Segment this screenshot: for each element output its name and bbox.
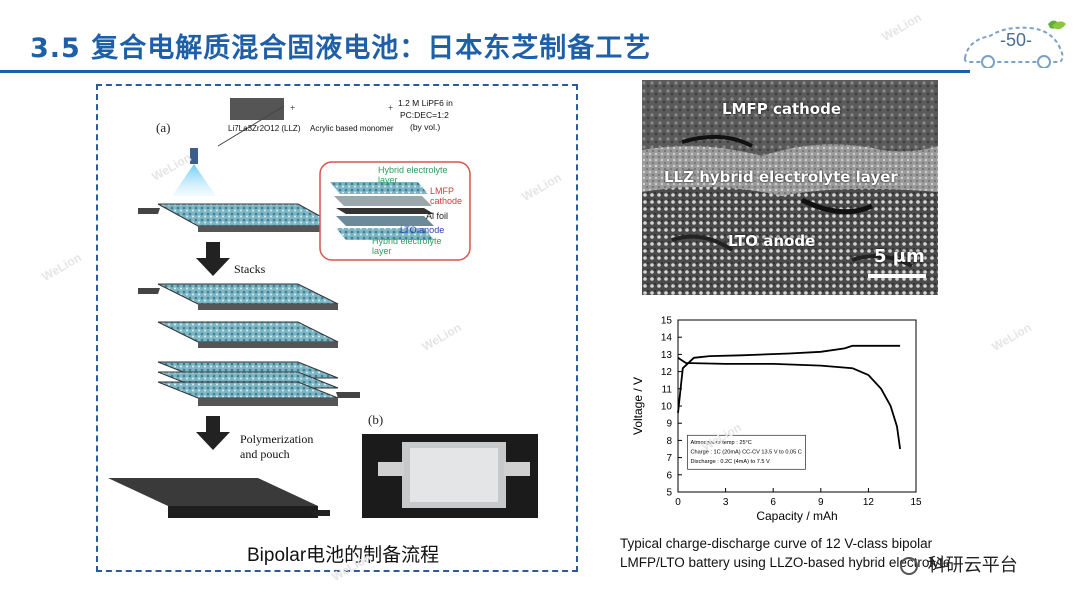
stacked-sheet [157, 321, 339, 348]
electrolyte-label-1: 1.2 M LiPF6 in [398, 98, 453, 108]
conditions-text: Discharge : 0.2C (4mA) to 7.5 V [691, 459, 771, 465]
layer-label-hybrid-top: Hybrid electrolyte layer [378, 165, 448, 185]
conditions-box [687, 434, 806, 470]
llz-label: Li7La3Zr2O12 (LLZ) [228, 124, 301, 133]
layer-label-hybrid-bottom: Hybrid electrolyte layer [372, 236, 442, 256]
fabrication-caption: Bipolar电池的制备流程 [247, 545, 440, 566]
electrolyte-label-2: PC:DEC=1:2 [400, 110, 449, 120]
wechat-watermark: 科研云平台 [900, 551, 1018, 577]
page-title: 3.5 复合电解质混合固液电池：日本东芝制备工艺 [30, 33, 652, 64]
watermark: WeLion [879, 10, 924, 44]
x-tick-label: 3 [723, 497, 729, 508]
sem-texture [642, 80, 938, 295]
y-tick-label: 11 [662, 384, 673, 395]
spray-cone [172, 164, 216, 196]
x-tick-label: 6 [770, 497, 776, 508]
y-tick-label: 10 [661, 402, 673, 413]
x-tick-label: 0 [675, 497, 681, 508]
fabrication-panel [96, 84, 578, 572]
electrolyte-label-3: (by vol.) [410, 122, 441, 132]
spray-nozzle-icon [190, 148, 198, 164]
figure-label-b: (b) [368, 412, 384, 427]
sem-image: LMFP cathode LLZ hybrid electrolyte laye… [642, 80, 938, 295]
wechat-account-name: 科研云平台 [927, 555, 1018, 576]
plus-sign: + [388, 103, 394, 113]
conditions-text: Charge : 1C (20mA) CC-CV 13.5 V to 0.05 … [691, 450, 802, 456]
pouch-cell [108, 478, 318, 506]
y-tick-label: 8 [666, 436, 672, 447]
sem-label-electrolyte: LLZ hybrid electrolyte layer [664, 168, 898, 186]
stacked-sheet [138, 283, 339, 310]
y-tick-label: 6 [666, 470, 672, 481]
layer-label-al-foil: Al foil [426, 211, 449, 221]
x-tick-label: 12 [863, 497, 875, 508]
y-tick-label: 15 [661, 316, 673, 327]
layer-label-lmfp: LMFP cathode [430, 186, 463, 206]
chart-caption-line-1: Typical charge-discharge curve of 12 V-c… [620, 536, 933, 551]
x-tick-label: 9 [818, 497, 824, 508]
y-axis-label: Voltage / V [631, 377, 645, 435]
down-arrow-icon [196, 242, 230, 276]
fabrication-diagram [108, 98, 538, 518]
layer-label-lto: LTO anode [400, 225, 445, 235]
x-tick-label: 15 [910, 497, 922, 508]
step-pouch: and pouch [240, 447, 290, 461]
y-tick-label: 12 [661, 367, 673, 378]
down-arrow-icon [196, 416, 230, 450]
sem-label-anode: LTO anode [728, 232, 816, 250]
car-logo-icon [963, 20, 1066, 68]
figure-label-a: (a) [156, 120, 171, 135]
y-tick-label: 5 [666, 488, 672, 499]
y-tick-label: 7 [666, 453, 672, 464]
sem-label-cathode: LMFP cathode [722, 100, 842, 118]
discharge-curve [677, 357, 901, 450]
step-stacks: Stacks [234, 262, 266, 276]
wechat-icon [900, 557, 918, 575]
y-tick-label: 13 [661, 350, 673, 361]
page-number: -50- [1000, 30, 1033, 50]
watermark: WeLion [39, 250, 84, 284]
plus-sign: + [290, 103, 296, 113]
title-underline [0, 70, 970, 73]
y-tick-label: 14 [661, 333, 673, 344]
stacked-sheet [157, 361, 360, 406]
y-tick-label: 9 [666, 419, 672, 430]
chart-caption-line-2: LMFP/LTO battery using LLZO-based hybrid… [620, 555, 951, 570]
step-polymerization: Polymerization [240, 432, 314, 446]
conditions-text: Atmosphere temp : 25°C [691, 440, 752, 446]
llz-powder-image [230, 98, 284, 120]
coated-sheet [157, 203, 339, 227]
x-axis-label: Capacity / mAh [756, 509, 837, 523]
watermark: WeLion [989, 320, 1034, 354]
chart-caption: Typical charge-discharge curve of 12 V-c… [620, 534, 1040, 572]
monomer-label: Acrylic based monomer [310, 124, 394, 133]
sem-scale-bar-label: 5 μm [874, 246, 925, 267]
